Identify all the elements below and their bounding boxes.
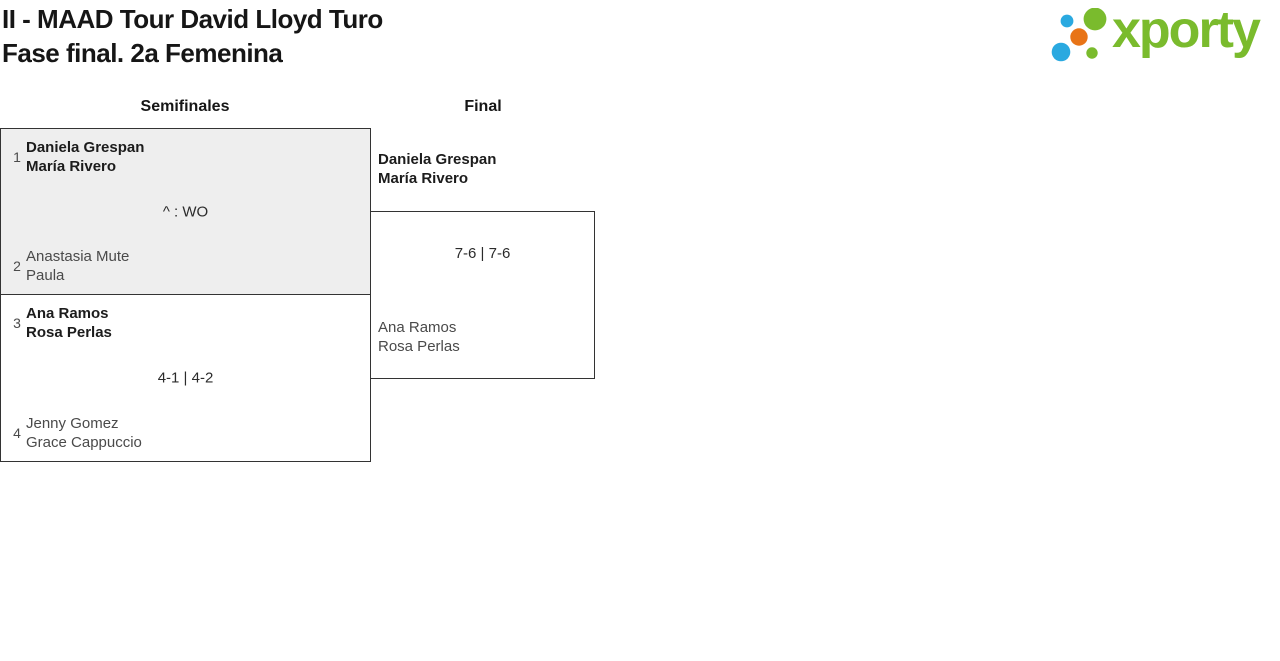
seed-number: 4 (13, 425, 21, 441)
team-slot: 4 Jenny Gomez Grace Cappuccio (1, 414, 142, 452)
match-semifinal-1[interactable]: 1 Daniela Grespan María Rivero ^ : WO 2 … (0, 128, 371, 295)
seed-number: 3 (13, 315, 21, 331)
match-semifinal-2[interactable]: 3 Ana Ramos Rosa Perlas 4-1 | 4-2 4 Jenn… (0, 294, 371, 462)
team-slot: 3 Ana Ramos Rosa Perlas (1, 304, 112, 342)
player-name: Ana Ramos (378, 319, 457, 336)
match-score: 4-1 | 4-2 (157, 369, 214, 387)
round-header-semifinals: Semifinales (140, 98, 230, 115)
player-name: Rosa Perlas (26, 324, 112, 341)
player-name: Anastasia Mute (26, 248, 130, 265)
xporty-logo[interactable]: xporty (1048, 0, 1280, 75)
player-name: Rosa Perlas (378, 338, 460, 355)
tournament-name: II - MAAD Tour David Lloyd Turo (2, 4, 383, 34)
xporty-dots-icon (1051, 8, 1107, 62)
player-name: Grace Cappuccio (26, 434, 142, 451)
player-name: Daniela Grespan (378, 151, 497, 168)
round-header-final: Final (464, 98, 502, 115)
player-name: Jenny Gomez (26, 415, 119, 432)
player-name: Daniela Grespan (26, 139, 145, 156)
player-name: Paula (26, 267, 65, 284)
match-score: ^ : WO (162, 203, 209, 220)
phase-category: Fase final. 2a Femenina (2, 38, 283, 68)
final-score: 7-6 | 7-6 (454, 245, 511, 262)
player-name: María Rivero (378, 170, 469, 187)
team-names: Jenny Gomez Grace Cappuccio (26, 414, 142, 452)
seed-number: 1 (13, 149, 21, 165)
player-name: Ana Ramos (26, 305, 109, 322)
team-slot: 2 Anastasia Mute Paula (1, 247, 129, 285)
final-team-bottom: Ana Ramos Rosa Perlas (378, 318, 460, 356)
team-slot: 1 Daniela Grespan María Rivero (1, 138, 144, 176)
page-title: II - MAAD Tour David Lloyd Turo Fase fin… (2, 2, 383, 70)
team-names: Ana Ramos Rosa Perlas (26, 304, 112, 342)
xporty-wordmark: xporty (1112, 1, 1261, 59)
player-name: María Rivero (26, 158, 117, 175)
final-team-top: Daniela Grespan María Rivero (378, 150, 496, 188)
match-final[interactable] (370, 211, 595, 379)
team-names: Anastasia Mute Paula (26, 247, 129, 285)
team-names: Daniela Grespan María Rivero (26, 138, 144, 176)
seed-number: 2 (13, 258, 21, 274)
